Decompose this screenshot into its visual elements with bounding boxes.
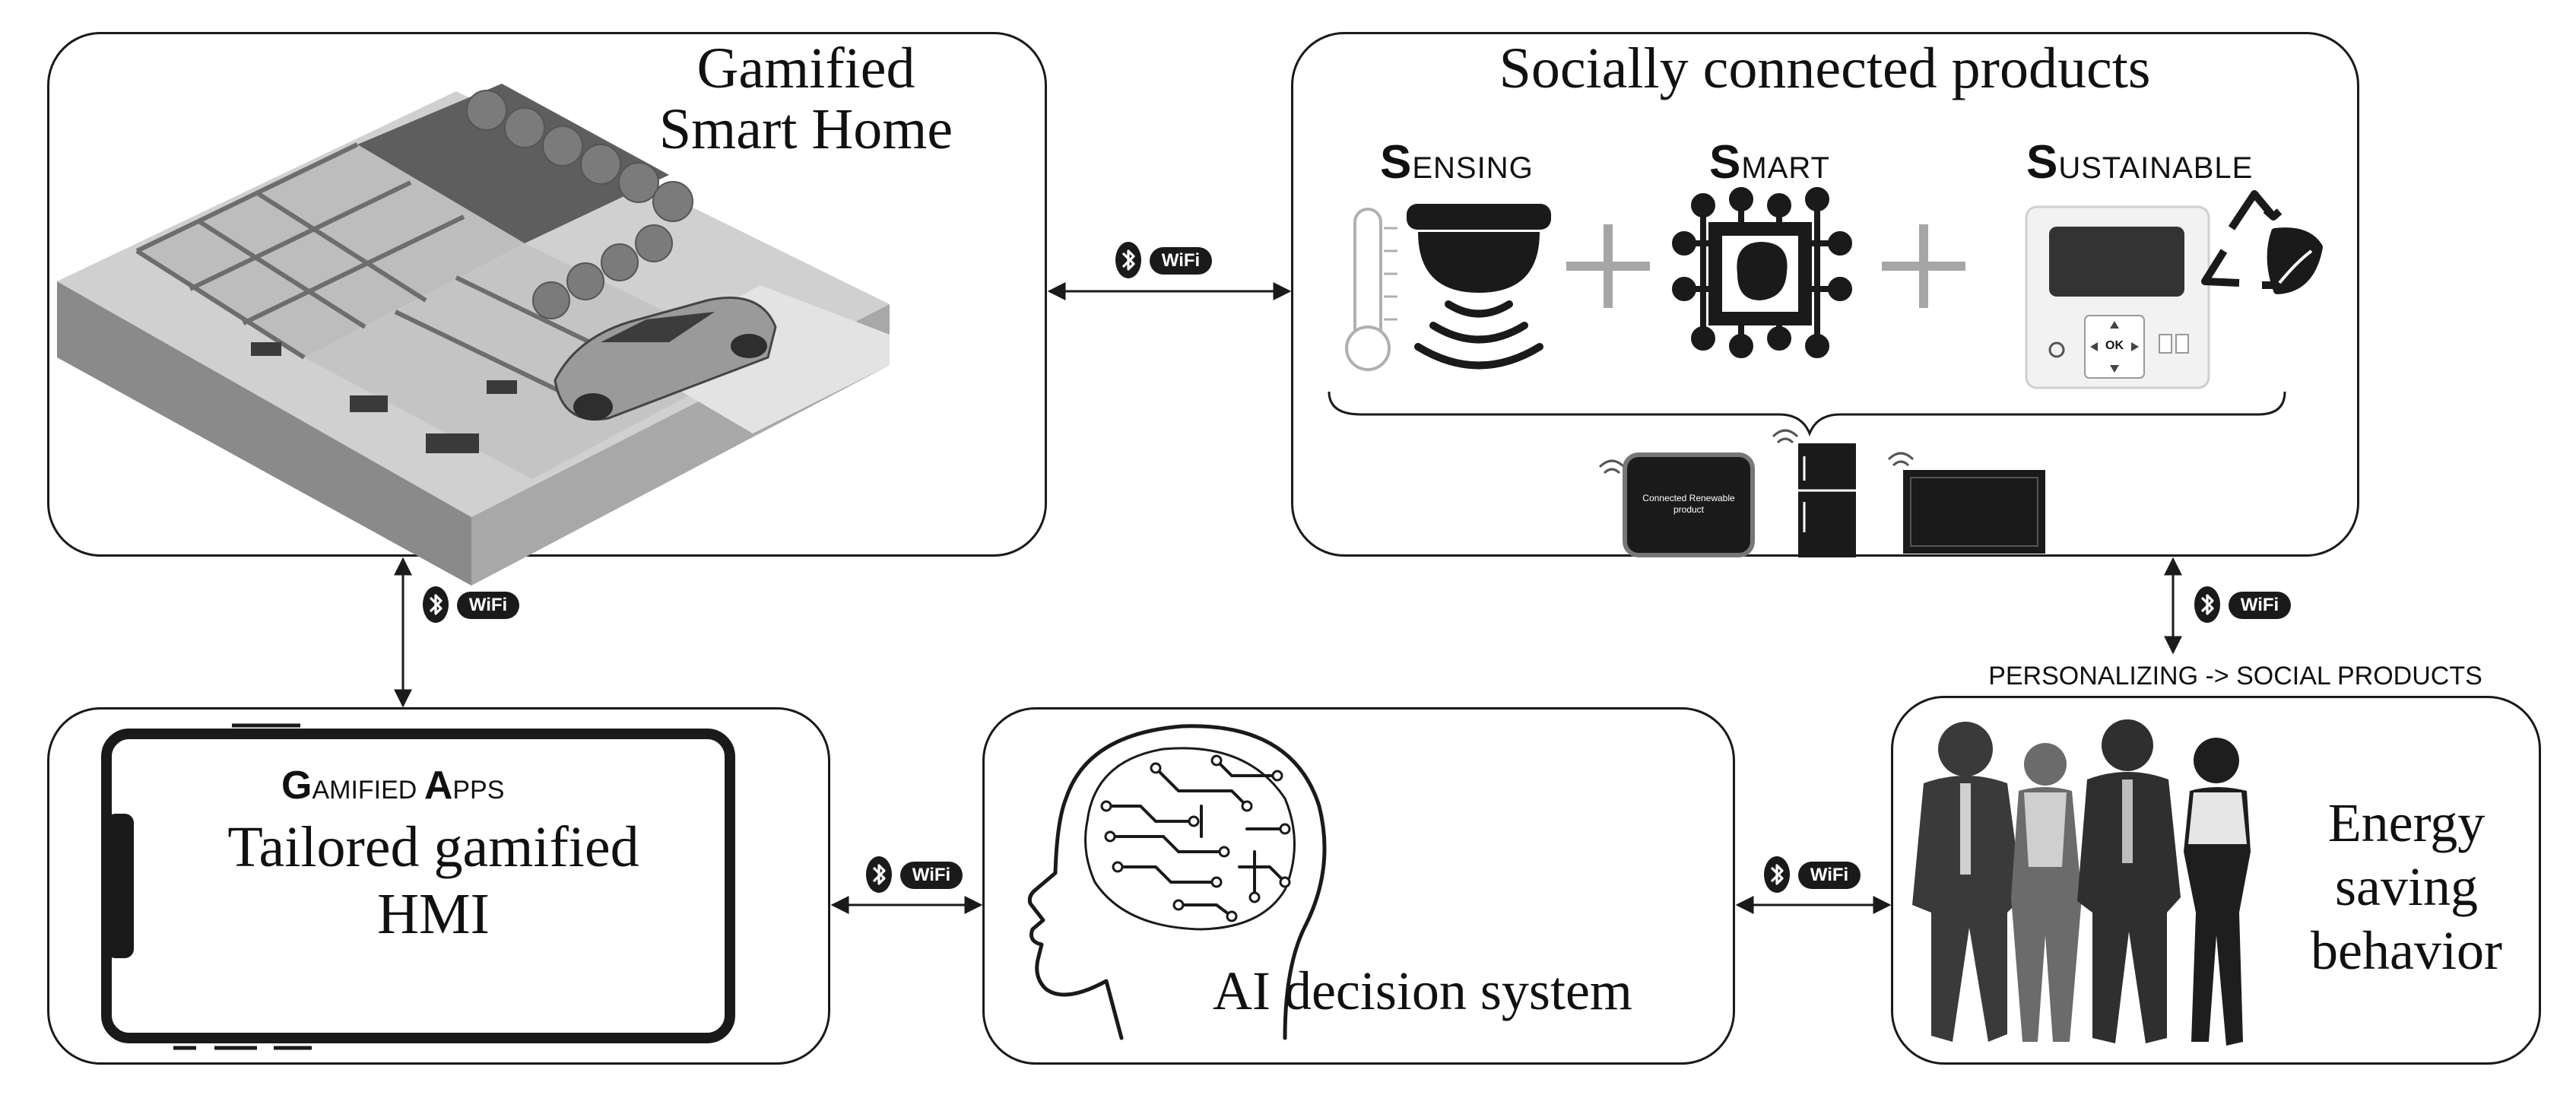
speaker-label-line1: Connected Renewable	[1642, 493, 1735, 503]
ai-decision-panel	[982, 707, 1735, 1065]
ai-brain-head-icon	[1027, 724, 1327, 1040]
sustainable-initial: S	[2026, 136, 2059, 189]
personalizing-header: PERSONALIZING -> SOCIAL PRODUCTS	[1946, 662, 2524, 691]
thermostat-ok-label: OK	[2105, 339, 2124, 352]
person-silhouette	[2077, 719, 2181, 1043]
speaker-device-icon	[1598, 452, 1755, 557]
sensing-initial: S	[1380, 136, 1413, 189]
energy-saving-line1: Energy	[2327, 792, 2486, 853]
wifi-label: WiFi	[468, 595, 508, 615]
thermostat-device-icon	[2025, 205, 2210, 389]
bluetooth-icon	[2193, 585, 2222, 624]
gamified-apps-panel	[47, 707, 830, 1065]
person-silhouette	[1912, 722, 2022, 1042]
sensor-camera-icon	[1407, 204, 1551, 370]
bluetooth-icon	[421, 585, 450, 624]
plus-icon	[1566, 224, 1650, 308]
sensing-rest: ENSING	[1412, 151, 1534, 185]
speaker-label-line2: product	[1673, 504, 1705, 515]
wifi-icon: WiFi	[457, 592, 519, 619]
person-silhouette	[2184, 738, 2251, 1046]
wifi-icon: WiFi	[1150, 247, 1212, 275]
apps-initial: A	[424, 764, 453, 808]
gamified-initial: G	[281, 764, 312, 808]
smart-rest: MART	[1741, 151, 1830, 185]
smart-home-title-line2: Smart Home	[658, 97, 953, 161]
wifi-label: WiFi	[2240, 595, 2279, 615]
recycle-leaf-icon	[2201, 190, 2323, 294]
smart-home-title: Gamified Smart Home	[608, 38, 1004, 160]
plus-icon	[1882, 224, 1965, 308]
ai-chip-icon	[1672, 187, 1852, 358]
energy-saving-line3: behavior	[2311, 920, 2502, 981]
smartphone-frame	[101, 723, 735, 1050]
apps-rest: PPS	[452, 776, 505, 805]
people-group-illustration	[1912, 719, 2251, 1046]
bluetooth-icon	[864, 855, 893, 894]
energy-saving-text: Energy saving behavior	[2289, 791, 2524, 983]
bluetooth-icon	[1762, 855, 1791, 894]
person-silhouette	[2011, 743, 2082, 1042]
wifi-label: WiFi	[1810, 865, 1849, 885]
bluetooth-icon	[1114, 240, 1143, 280]
wifi-label: WiFi	[912, 865, 951, 885]
smart-home-illustration	[57, 84, 890, 586]
wifi-label: WiFi	[1161, 250, 1201, 271]
wifi-icon: WiFi	[900, 862, 963, 889]
gamified-apps-text: Tailored gamified HMI	[152, 814, 715, 948]
products-title: Socially connected products	[1499, 37, 2151, 100]
smart-home-title-line1: Gamified	[696, 37, 915, 100]
ai-decision-label: AI decision system	[1213, 960, 1632, 1021]
sustainable-rest: USTAINABLE	[2058, 151, 2254, 185]
gamified-rest: AMIFIED	[312, 776, 417, 805]
energy-saving-line2: saving	[2335, 856, 2478, 917]
gamified-apps-line1: Tailored gamified	[227, 815, 639, 879]
gamified-apps-heading: GAMIFIED APPS	[281, 763, 504, 808]
fridge-icon	[1772, 429, 1856, 557]
tv-icon	[1887, 452, 2045, 554]
thermometer-icon	[1345, 208, 1397, 371]
speaker-label: Connected Renewable product	[1631, 493, 1746, 516]
brace-line	[1328, 391, 2286, 437]
wifi-icon: WiFi	[1798, 862, 1861, 889]
wifi-icon: WiFi	[2229, 592, 2291, 619]
sensing-label: SENSING	[1380, 135, 1534, 189]
gamified-apps-line2: HMI	[377, 882, 490, 946]
smart-label: SMART	[1709, 135, 1830, 189]
sustainable-label: SUSTAINABLE	[2026, 135, 2253, 189]
smart-initial: S	[1709, 136, 1742, 189]
